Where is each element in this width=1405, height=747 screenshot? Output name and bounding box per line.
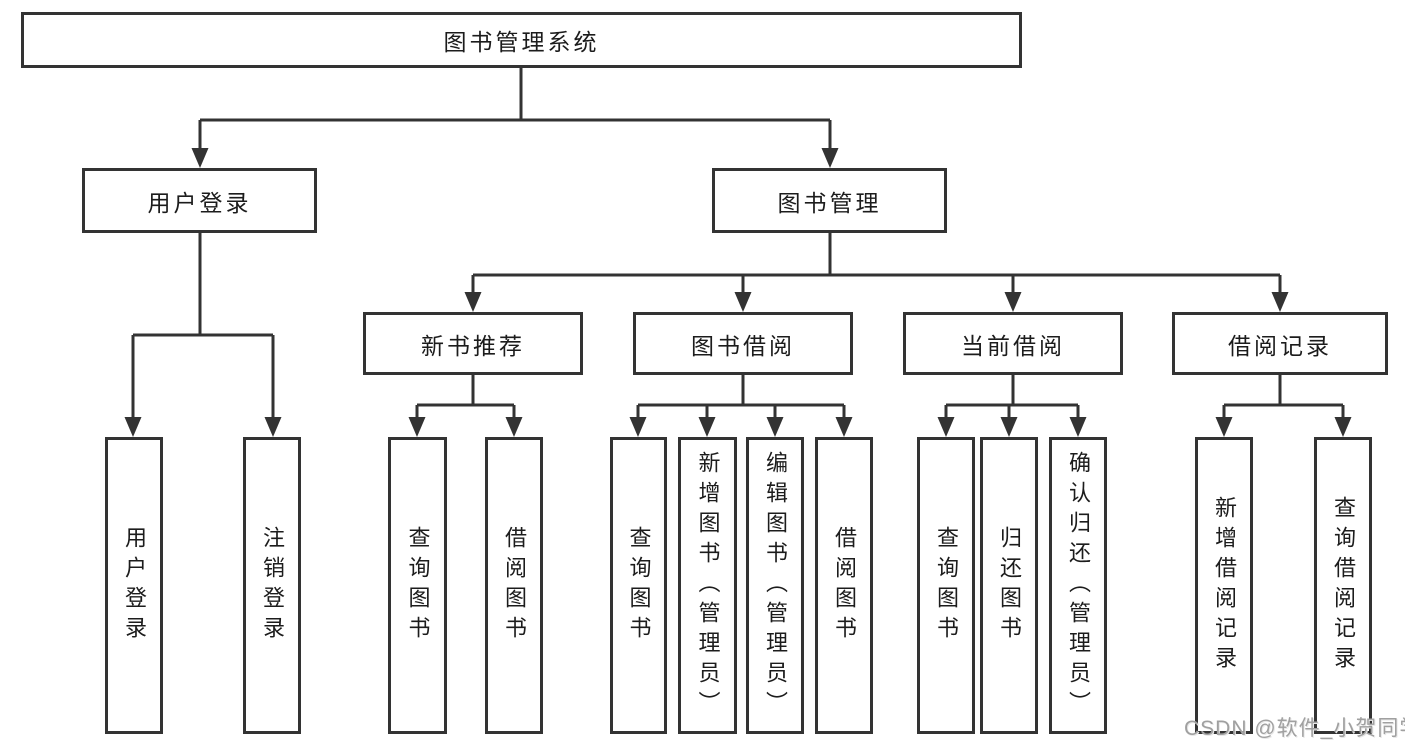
arrow-down-icon [1069,417,1087,437]
node-current-borrow-label: 当前借阅 [961,332,1065,359]
connector-user-login-branch [131,233,275,419]
arrow-down-icon [408,417,426,437]
leaf-record-query: 查询借阅记录 [1314,437,1372,734]
leaf-record-add: 新增借阅记录 [1195,437,1253,734]
leaf-current-confirm-return-admin: 确认归还（管理员） [1049,437,1107,734]
arrow-down-icon [629,417,647,437]
connector-book-borrow-branch [636,375,846,419]
node-book-borrow: 图书借阅 [633,312,853,375]
watermark: CSDN @软件_小贺同学 [1184,717,1405,740]
connector-book-mgmt-branch [471,233,1282,294]
node-borrow-records: 借阅记录 [1172,312,1388,375]
node-book-management-label: 图书管理 [777,189,882,216]
node-book-management: 图书管理 [712,168,947,233]
leaf-borrow-add-books-admin-label: 新增图书（管理员） [695,450,721,721]
leaf-current-confirm-return-admin-label: 确认归还（管理员） [1066,450,1091,721]
connector-current-borrow-branch [944,375,1080,419]
leaf-newbook-borrow-books: 借阅图书 [485,437,543,734]
node-root-label: 图书管理系统 [443,29,600,55]
arrow-down-icon [505,417,523,437]
arrow-down-icon [1004,292,1022,312]
arrow-down-icon [698,417,716,437]
node-new-book-recommend-label: 新书推荐 [421,332,525,359]
connector-new-book-branch [415,375,516,419]
leaf-borrow-borrow-books-label: 借阅图书 [832,525,857,646]
leaf-logout: 注销登录 [243,437,301,734]
node-user-login-label: 用户登录 [147,189,252,216]
leaf-record-query-label: 查询借阅记录 [1331,495,1356,676]
leaf-newbook-query-books-label: 查询图书 [405,525,431,646]
arrow-down-icon [835,417,853,437]
arrow-down-icon [264,417,282,437]
leaf-user-login: 用户登录 [105,437,163,734]
connector-borrow-record-branch [1222,375,1345,419]
leaf-current-return-books: 归还图书 [980,437,1038,734]
leaf-borrow-edit-books-admin-label: 编辑图书（管理员） [763,450,788,721]
arrow-down-icon [766,417,784,437]
leaf-current-query-books-label: 查询图书 [934,525,959,646]
arrow-down-icon [734,292,752,312]
node-user-login: 用户登录 [82,168,317,233]
leaf-borrow-edit-books-admin: 编辑图书（管理员） [746,437,804,734]
leaf-user-login-label: 用户登录 [122,525,147,646]
arrow-down-icon [937,417,955,437]
leaf-newbook-query-books: 查询图书 [388,437,447,734]
leaf-record-add-label: 新增借阅记录 [1212,495,1237,676]
leaf-borrow-query-books-label: 查询图书 [626,525,652,646]
arrow-down-icon [1334,417,1352,437]
node-borrow-records-label: 借阅记录 [1228,332,1332,359]
arrow-down-icon [1215,417,1233,437]
leaf-borrow-add-books-admin: 新增图书（管理员） [678,437,737,734]
arrow-down-icon [821,148,839,168]
leaf-borrow-borrow-books: 借阅图书 [815,437,873,734]
leaf-current-return-books-label: 归还图书 [997,525,1022,646]
leaf-current-query-books: 查询图书 [917,437,975,734]
node-root: 图书管理系统 [21,12,1022,68]
node-current-borrow: 当前借阅 [903,312,1123,375]
leaf-newbook-borrow-books-label: 借阅图书 [502,525,527,646]
arrow-down-icon [191,148,209,168]
leaf-borrow-query-books: 查询图书 [610,437,667,734]
node-new-book-recommend: 新书推荐 [363,312,583,375]
leaf-logout-label: 注销登录 [260,525,285,646]
connector-root-branch [198,68,832,150]
arrow-down-icon [1000,417,1018,437]
arrowheads [124,148,1352,437]
arrow-down-icon [124,417,142,437]
arrow-down-icon [464,292,482,312]
arrow-down-icon [1271,292,1289,312]
node-book-borrow-label: 图书借阅 [691,332,795,359]
